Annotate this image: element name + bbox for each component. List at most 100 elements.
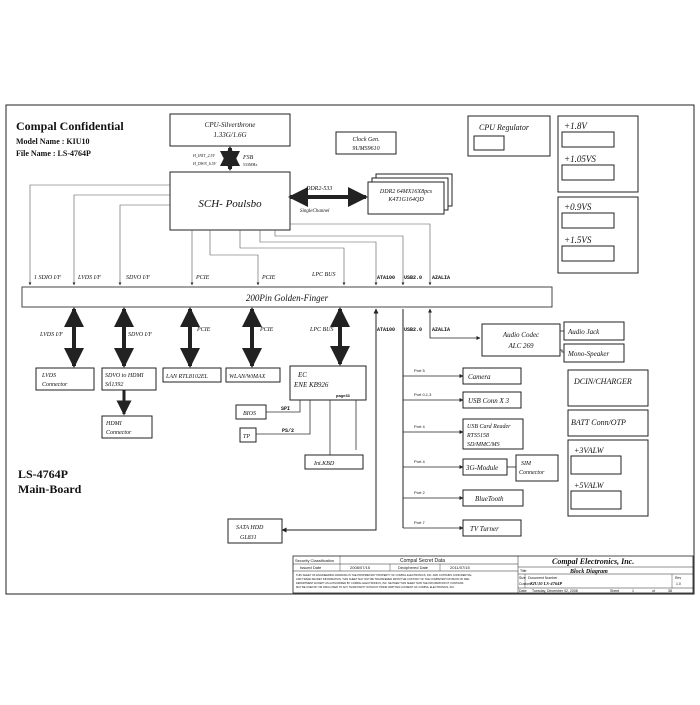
- camera-block: [462, 367, 522, 385]
- tb-date: Tuesday, December 02, 2008: [532, 589, 578, 593]
- mono-speaker-label: Mono-Speaker: [567, 350, 609, 358]
- sata-hdd-block: [227, 518, 283, 544]
- tb-title: Block Diagram: [569, 569, 608, 575]
- ec-part: ENE KB926: [293, 381, 329, 389]
- kbd-label: Int.KBD: [313, 461, 335, 467]
- bluetooth-block: [462, 489, 524, 507]
- tv-turner-block: [462, 519, 522, 537]
- tb-issued: Issued Date: [300, 565, 322, 570]
- ec-label: EC: [297, 371, 307, 379]
- rail-0v9: +0.9VS: [564, 202, 592, 212]
- ps2-label: PS/2: [282, 428, 294, 434]
- azalia-bot-label: AZALIA: [432, 327, 450, 333]
- tb-date-label: Date:: [519, 589, 527, 593]
- wlan-label: WLAN/WiMAX: [229, 374, 266, 380]
- board-subtitle: Main-Board: [18, 482, 82, 496]
- lan-block: [162, 367, 222, 383]
- sdvo-hdmi-part: Sil1392: [105, 382, 123, 388]
- usb-bot-label: USB2.0: [404, 327, 422, 333]
- bluetooth-label: BlueTooth: [475, 495, 504, 503]
- ec-links: [256, 400, 357, 455]
- card-reader-block: [462, 418, 524, 450]
- fsb-note-1: H_INIT_2.5V: [192, 153, 215, 158]
- card-reader-formats: SD/MMC/MS: [467, 442, 500, 448]
- port-card: Port 4: [414, 424, 425, 429]
- tv-turner-label: TV Turner: [470, 525, 499, 533]
- pcie-bot-label-1: PCIE: [196, 327, 211, 333]
- rail-1v05: +1.05VS: [564, 154, 596, 164]
- tb-rev-label: Rev: [675, 576, 681, 580]
- hdmi-connector-block: [101, 415, 153, 439]
- audio-jack-block: [563, 321, 625, 341]
- cpu-label: CPU-Silverthrone: [205, 121, 256, 129]
- fsb-label: FSB: [242, 155, 254, 161]
- ddr-label: DDR2 64MX16X8pcs: [379, 188, 433, 195]
- azalia-line: [428, 308, 481, 340]
- sata-hdd-label: SATA HDD: [236, 525, 264, 531]
- pcie-top-label-2: PCIE: [261, 275, 276, 281]
- tb-doc-num: KIU10 LS-4764P: [529, 581, 562, 586]
- batt-block: [567, 409, 649, 437]
- cpu-regulator-inner: [473, 135, 505, 151]
- ata-top-label: ATA100: [377, 275, 395, 281]
- tb-notice-2: AND TRADE SECRET INFORMATION. THIS SHEET…: [296, 577, 470, 581]
- tb-custom-label: Custom: [519, 582, 531, 586]
- golden-finger-bar: [21, 286, 553, 308]
- usb-branches: [403, 374, 464, 530]
- lpc-bot-label: LPC BUS: [309, 327, 334, 333]
- file-name: File Name : LS-4764P: [16, 149, 91, 158]
- cpu-regulator-label: CPU Regulator: [479, 123, 530, 132]
- tb-deciphered: Deciphered Date: [398, 565, 429, 570]
- bios-block: [235, 404, 267, 420]
- batt-label: BATT Conn/OTP: [571, 418, 626, 427]
- sim-connector-sub: Connector: [519, 470, 545, 476]
- dcin-charger-label: DCIN/CHARGER: [573, 377, 632, 386]
- spi-label: SPI: [281, 406, 290, 412]
- single-channel-label: SingleChannel: [300, 209, 330, 214]
- tb-rev: 1.0: [676, 582, 681, 586]
- tb-size-label: Size: [519, 576, 526, 580]
- rail-5valw: +5VALW: [574, 481, 605, 490]
- sdvo-hdmi-label: SDVO to HDMI: [105, 373, 144, 379]
- lvds-connector-sub: Connector: [42, 382, 68, 388]
- tb-notice-1: THIS SHEET OF ENGINEERING DRAWING IS THE…: [296, 573, 472, 577]
- card-reader-part: RTS5158: [466, 433, 489, 439]
- lvds-bot-label: LVDS I/F: [39, 332, 63, 338]
- lvds-connector-block: [35, 367, 95, 391]
- tb-security: Security Classification: [295, 558, 334, 563]
- rail-3valw-box: [570, 455, 622, 475]
- sim-connector-block: [515, 454, 559, 482]
- tb-doc-label: Document Number: [528, 576, 558, 580]
- usb-conn-block: [462, 391, 522, 409]
- board-name: LS-4764P: [18, 467, 68, 481]
- lan-label: LAN RTL8102EL: [165, 374, 209, 380]
- audio-jack-label: Audio Jack: [567, 328, 600, 336]
- tb-notice-4: MAY BE USED BY OR DISCLOSED TO ANY THIRD…: [296, 585, 455, 589]
- lpc-top-label: LPC BUS: [311, 272, 336, 278]
- title-block: [292, 555, 694, 594]
- audio-codec-block: [481, 323, 561, 357]
- rail-0v9-box: [561, 212, 615, 229]
- fsb-speed: 533MHz: [243, 162, 257, 167]
- clock-gen-block: [335, 131, 397, 155]
- camera-label: Camera: [468, 373, 491, 381]
- hdmi-connector-sub: Connector: [106, 430, 132, 436]
- rail-3valw: +3VALW: [574, 446, 605, 455]
- rail-1v5-box: [561, 245, 615, 262]
- usb-top-label: USB2.0: [404, 275, 422, 281]
- bios-label: BIOS: [243, 411, 256, 417]
- cpu-speed: 1.33G/1.6G: [213, 131, 246, 139]
- rail-1v8: +1.8V: [564, 121, 588, 131]
- port-camera: Port 5: [414, 368, 425, 373]
- port-bt: Port 2: [414, 490, 425, 495]
- tb-notice-3: DEPARTMENT EXCEPT AS AUTHORIZED BY COMPA…: [296, 581, 464, 585]
- sdvo-hdmi-block: [101, 367, 157, 391]
- port-3g: Port 4: [414, 459, 425, 464]
- card-reader-label: USB Card Reader: [467, 424, 511, 430]
- ata-bot-label: ATA100: [377, 327, 395, 333]
- ddr-block: [367, 181, 445, 215]
- dcin-charger-block: [567, 369, 649, 407]
- tb-company: Compal Electronics, Inc.: [552, 557, 634, 566]
- tb-issued-val: 2008/07/15: [350, 565, 371, 570]
